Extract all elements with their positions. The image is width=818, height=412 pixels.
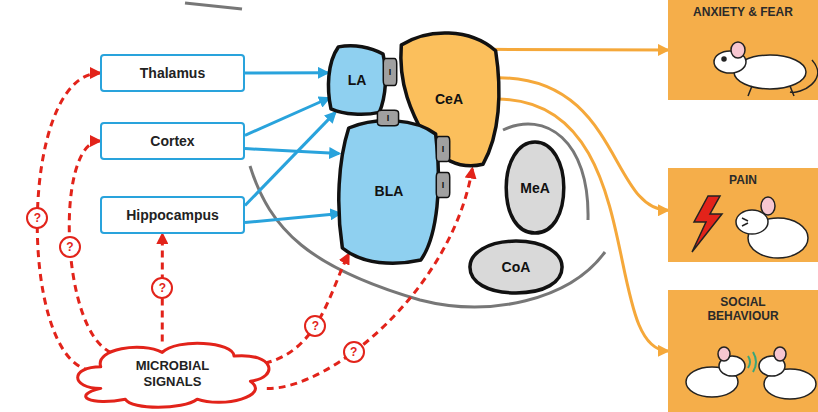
nucleus-shape: LA (326, 44, 388, 116)
region-box: Hippocampus (100, 196, 245, 234)
node-label: I (389, 67, 392, 77)
nucleus-shape: BLA (336, 116, 442, 266)
panel-title: SOCIAL BEHAVIOUR (687, 296, 799, 324)
node-label: Cortex (150, 133, 194, 149)
edge-label: ? (66, 241, 73, 253)
behaviour-panel: SOCIAL BEHAVIOUR (668, 290, 818, 412)
node-label: BLA (375, 183, 404, 199)
callout-question: ? (343, 341, 365, 363)
node-label: I (442, 180, 445, 190)
nucleus-shape: MeA (505, 140, 565, 235)
pathway-arrow (245, 112, 335, 205)
callout-question: ? (26, 207, 48, 229)
node-label: Hippocampus (126, 207, 219, 223)
fear-rat (714, 42, 818, 96)
social-rats (686, 347, 816, 399)
edge-label: ? (312, 320, 319, 332)
callout-question: ? (304, 315, 326, 337)
pathway-arrow (245, 71, 328, 74)
node-label: MeA (520, 180, 550, 196)
callout-question: ? (59, 236, 81, 258)
node-label: I (442, 144, 445, 154)
pathway-arrow (497, 99, 668, 351)
intercalated-cell: I (436, 136, 450, 162)
node-label: LA (348, 72, 367, 88)
edge-label: ? (34, 212, 41, 224)
node-label: CoA (502, 259, 531, 275)
pathway-arrow (245, 214, 340, 223)
edge-label: ? (159, 282, 166, 294)
node-label: I (387, 113, 390, 123)
behaviour-panel: PAIN (668, 168, 818, 262)
pathway-arrow (245, 98, 329, 135)
signal-arrow (265, 254, 349, 363)
signal-cloud: MICROBIAL SIGNALS (70, 338, 275, 410)
pain-rat (692, 196, 808, 258)
behaviour-panel: ANXIETY & FEAR (668, 0, 818, 100)
intercalated-cell: I (383, 58, 397, 86)
callout-question: ? (151, 277, 173, 299)
pathway-arrow (245, 149, 339, 154)
pathway-arrow (486, 48, 668, 52)
edge-label: ? (350, 346, 357, 358)
panel-title: PAIN (729, 174, 757, 188)
intercalated-cell: I (377, 110, 399, 126)
intercalated-cell: I (436, 172, 450, 198)
node-label: CeA (435, 91, 463, 107)
region-box: Cortex (100, 122, 245, 160)
node-label: MICROBIAL SIGNALS (113, 358, 233, 389)
nucleus-shape: CoA (468, 240, 564, 294)
outline-line (185, 3, 242, 9)
region-box: Thalamus (100, 54, 245, 92)
panel-title: ANXIETY & FEAR (693, 6, 793, 20)
node-label: Thalamus (140, 65, 205, 81)
